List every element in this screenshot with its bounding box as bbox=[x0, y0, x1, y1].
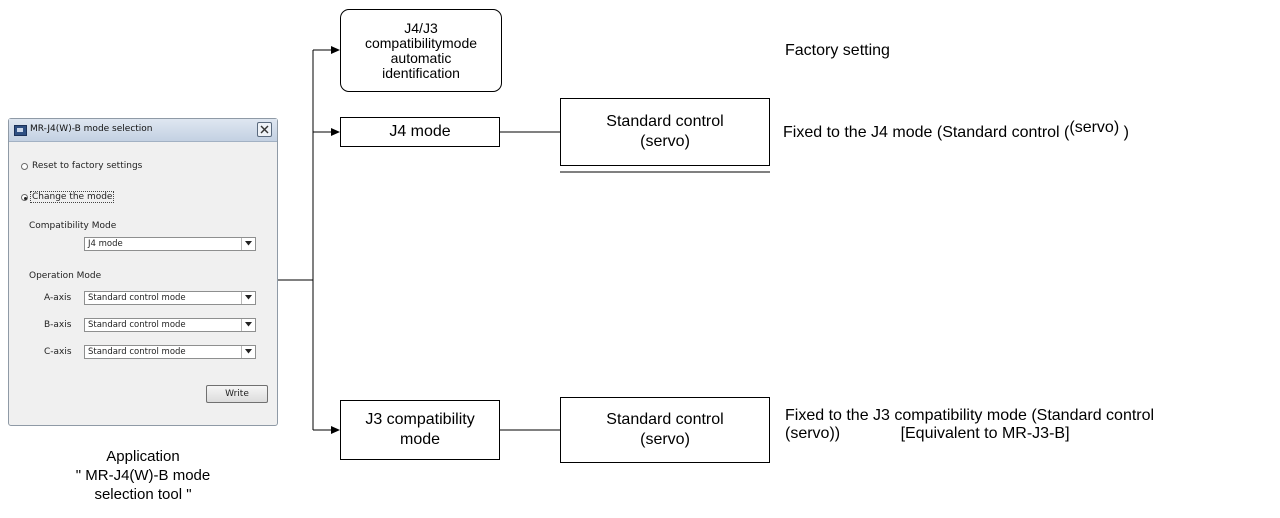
box-line: Standard control bbox=[606, 113, 724, 130]
note-text: (servo)) bbox=[785, 425, 841, 442]
note-text: ) bbox=[1119, 124, 1129, 141]
write-button[interactable]: Write bbox=[206, 385, 268, 403]
axis-label: C-axis bbox=[44, 347, 72, 357]
c-axis-select[interactable]: Standard control mode bbox=[84, 345, 256, 359]
operation-mode-heading: Operation Mode bbox=[29, 271, 102, 281]
note-text: Fixed to the J4 mode (Standard control ( bbox=[783, 124, 1070, 141]
box-line: (servo) bbox=[640, 431, 690, 448]
axis-label: B-axis bbox=[44, 320, 72, 330]
dialog-titlebar[interactable]: MR-J4(W)-B mode selection bbox=[9, 119, 277, 142]
box-line: mode bbox=[399, 431, 441, 448]
b-axis-select[interactable]: Standard control mode bbox=[84, 318, 256, 332]
box-line: compatibilitymode bbox=[364, 34, 478, 51]
axis-value: Standard control mode bbox=[88, 347, 186, 357]
caption-line: Application bbox=[106, 448, 180, 465]
note-text: [Equivalent to MR-J3-B] bbox=[900, 425, 1070, 442]
j4-mode-label: J4 mode bbox=[389, 123, 451, 140]
chevron-down-icon bbox=[245, 295, 252, 300]
box-line: Standard control bbox=[606, 411, 724, 428]
dropdown-button[interactable] bbox=[241, 346, 255, 358]
caption-line: " MR-J4(W)-B mode bbox=[75, 467, 211, 484]
reset-label[interactable]: Reset to factory settings bbox=[32, 161, 143, 171]
box-line: identification bbox=[382, 64, 460, 81]
reset-radio[interactable] bbox=[21, 163, 28, 170]
dropdown-button[interactable] bbox=[241, 292, 255, 304]
j3-fixed-note: Fixed to the J3 compatibility mode (Stan… bbox=[785, 407, 1154, 443]
axis-value: Standard control mode bbox=[88, 320, 186, 330]
compatibility-mode-value: J4 mode bbox=[88, 239, 123, 249]
j3-compatibility-mode-box: J3 compatibility mode bbox=[340, 400, 500, 460]
standard-control-box: Standard control (servo) bbox=[560, 397, 770, 463]
chevron-down-icon bbox=[245, 241, 252, 246]
auto-identification-box: J4/J3 compatibilitymode automatic identi… bbox=[340, 9, 502, 92]
j4-fixed-note: Fixed to the J4 mode (Standard control (… bbox=[783, 119, 1129, 142]
dropdown-button[interactable] bbox=[241, 319, 255, 331]
change-mode-label[interactable]: Change the mode bbox=[29, 191, 115, 203]
axis-label: A-axis bbox=[44, 293, 72, 303]
change-mode-radio[interactable] bbox=[21, 194, 28, 201]
chevron-down-icon bbox=[245, 322, 252, 327]
note-text: (servo) bbox=[1069, 119, 1120, 136]
box-line: J3 compatibility bbox=[365, 411, 475, 428]
dialog-title: MR-J4(W)-B mode selection bbox=[30, 124, 153, 134]
caption-line: selection tool " bbox=[94, 486, 192, 503]
dropdown-button[interactable] bbox=[241, 238, 255, 250]
standard-control-box: Standard control (servo) bbox=[560, 98, 770, 166]
chevron-down-icon bbox=[245, 349, 252, 354]
axis-value: Standard control mode bbox=[88, 293, 186, 303]
a-axis-select[interactable]: Standard control mode bbox=[84, 291, 256, 305]
box-line: (servo) bbox=[640, 133, 690, 150]
mode-selection-dialog: MR-J4(W)-B mode selection Reset to facto… bbox=[8, 118, 278, 426]
box-line: J4/J3 bbox=[404, 19, 438, 36]
factory-setting-note: Factory setting bbox=[785, 42, 890, 59]
compatibility-mode-select[interactable]: J4 mode bbox=[84, 237, 256, 251]
close-button[interactable] bbox=[257, 122, 272, 137]
close-icon bbox=[260, 125, 269, 134]
app-icon bbox=[14, 125, 27, 136]
note-text: Fixed to the J3 compatibility mode (Stan… bbox=[785, 407, 1155, 424]
box-line: automatic bbox=[390, 49, 452, 66]
compatibility-mode-heading: Compatibility Mode bbox=[29, 221, 117, 231]
j4-mode-box: J4 mode bbox=[340, 117, 500, 147]
application-caption: Application " MR-J4(W)-B mode selection … bbox=[48, 447, 238, 504]
